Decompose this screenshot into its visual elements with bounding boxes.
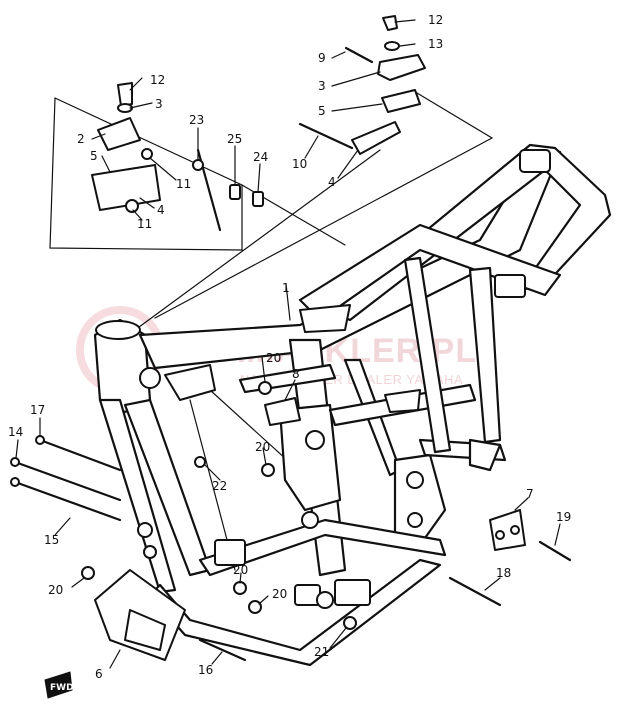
callout-22: 22 bbox=[212, 479, 227, 493]
callout-12-top: 12 bbox=[428, 13, 443, 27]
callout-1: 1 bbox=[282, 281, 290, 295]
fwd-label: FWD bbox=[50, 683, 74, 693]
callout-6: 6 bbox=[95, 667, 103, 681]
callout-16: 16 bbox=[198, 663, 213, 677]
callout-18: 18 bbox=[496, 566, 511, 580]
callout-10: 10 bbox=[292, 157, 307, 171]
callout-20-lower-a: 20 bbox=[233, 563, 248, 577]
callout-11-lower: 11 bbox=[137, 217, 152, 231]
callout-3-left: 3 bbox=[155, 97, 163, 111]
engine-mount-upper-left bbox=[91, 82, 264, 232]
callout-12-left: 12 bbox=[150, 73, 165, 87]
engine-mount-upper-right bbox=[298, 15, 426, 155]
callout-21: 21 bbox=[314, 645, 329, 659]
callout-23: 23 bbox=[189, 113, 204, 127]
callout-2: 2 bbox=[77, 132, 85, 146]
callout-19: 19 bbox=[556, 510, 571, 524]
callout-13: 13 bbox=[428, 37, 443, 51]
callout-4-right: 4 bbox=[328, 175, 336, 189]
callout-20-lower-b: 20 bbox=[272, 587, 287, 601]
callout-3-right: 3 bbox=[318, 79, 326, 93]
callout-20-left: 20 bbox=[48, 583, 63, 597]
callout-15: 15 bbox=[44, 533, 59, 547]
callout-8: 8 bbox=[292, 367, 300, 381]
callout-24: 24 bbox=[253, 150, 268, 164]
loose-parts: FWD bbox=[10, 381, 572, 699]
callout-5-left: 5 bbox=[90, 149, 98, 163]
callout-5-right: 5 bbox=[318, 104, 326, 118]
callout-14: 14 bbox=[8, 425, 23, 439]
callout-25: 25 bbox=[227, 132, 242, 146]
callout-20-upper: 20 bbox=[266, 351, 281, 365]
callout-9: 9 bbox=[318, 51, 326, 65]
callout-17: 17 bbox=[30, 403, 45, 417]
callout-11-upper: 11 bbox=[176, 177, 191, 191]
frame-main bbox=[93, 143, 612, 667]
callout-labels: 12 13 9 3 5 10 4 12 3 2 5 11 4 11 23 25 … bbox=[8, 13, 571, 681]
callout-4-left: 4 bbox=[157, 203, 165, 217]
leader-lines bbox=[15, 19, 561, 669]
callout-20-middle: 20 bbox=[255, 440, 270, 454]
callout-7: 7 bbox=[526, 487, 534, 501]
